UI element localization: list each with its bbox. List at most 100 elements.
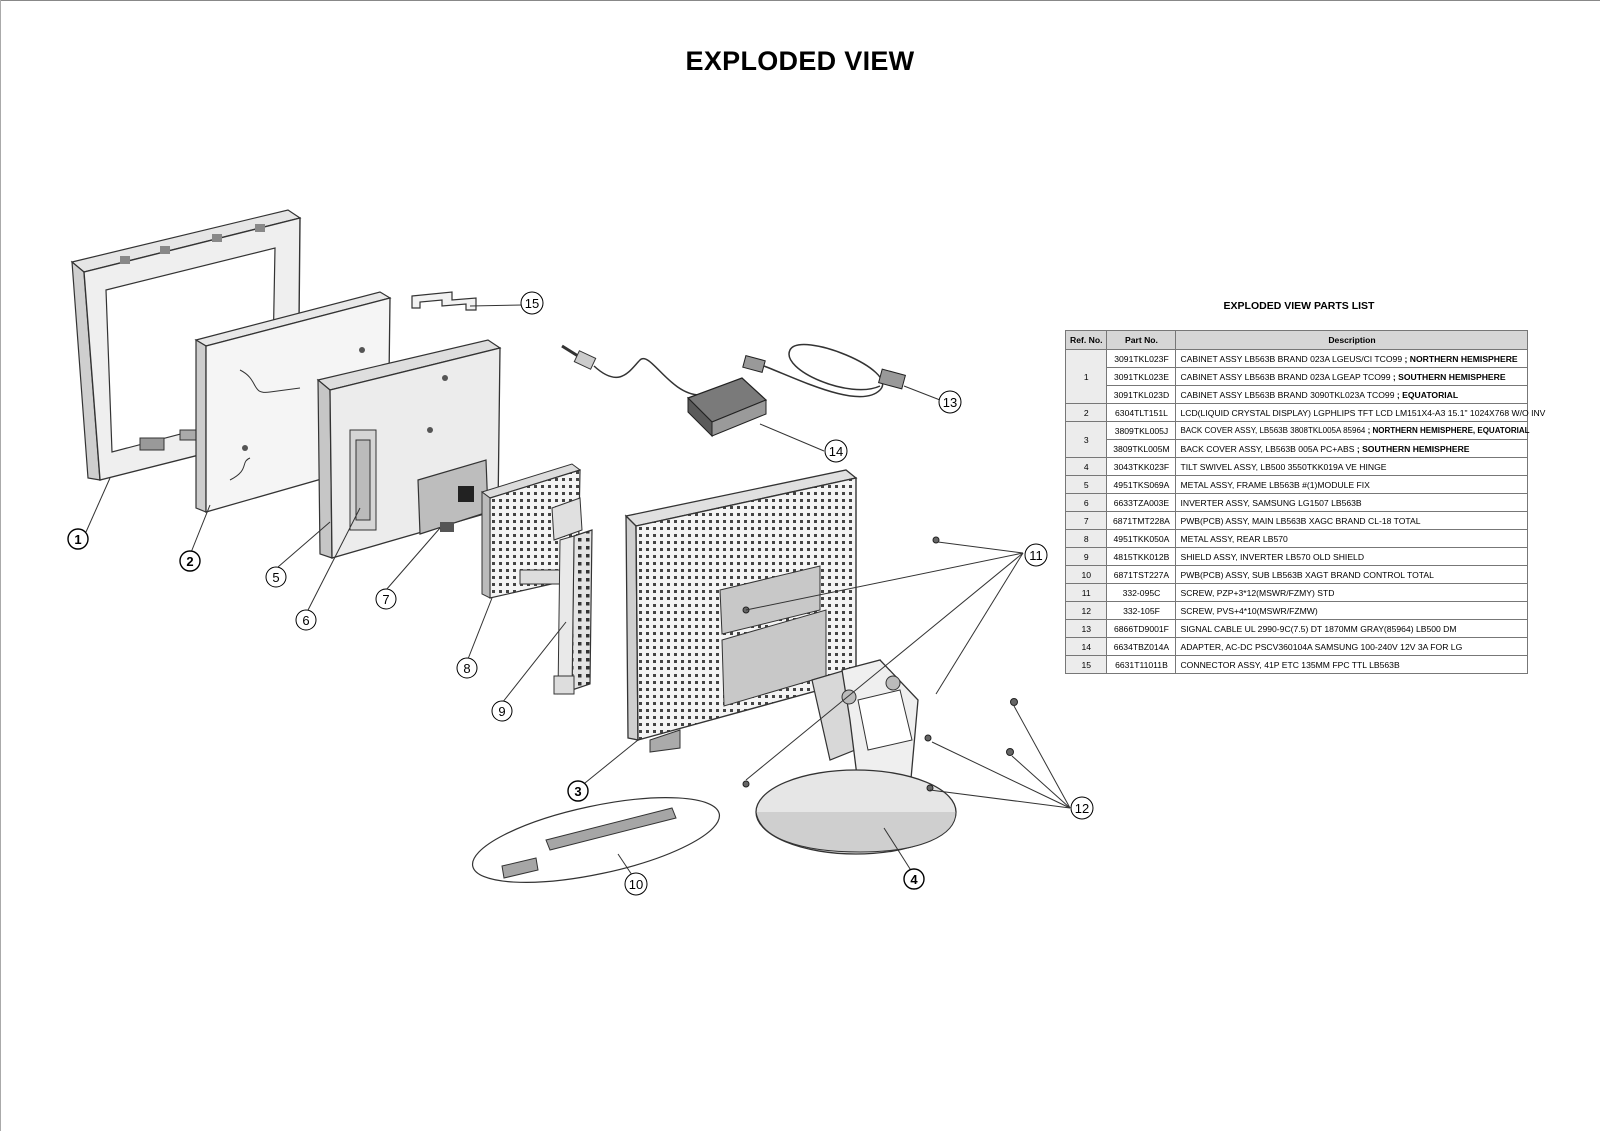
table-row: 10 6871TST227A PWB(PCB) ASSY, SUB LB563B…: [1064, 565, 1529, 584]
page-border-top: [0, 0, 1600, 1]
callout-8: 8: [456, 657, 478, 679]
table-row: 2 6304TLT151L LCD(LIQUID CRYSTAL DISPLAY…: [1064, 403, 1545, 422]
part-no-cell: 3091TKL023D: [1106, 385, 1177, 404]
leader-lines: [85, 304, 1071, 876]
description-cell: CABINET ASSY LB563B BRAND 3090TKL023A TC…: [1175, 385, 1529, 404]
ac-adapter: [561, 344, 768, 438]
table-row: 15 6631T11011B CONNECTOR ASSY, 41P ETC 1…: [1064, 655, 1529, 674]
svg-text:6: 6: [302, 613, 309, 628]
part-no-cell: 4951TKK050A: [1106, 529, 1177, 548]
description-cell: CABINET ASSY LB563B BRAND 023A LGEAP TCO…: [1175, 367, 1529, 386]
page-border-left: [0, 0, 1, 1131]
sub-pcb: [471, 797, 721, 883]
part-no-cell: 3091TKL023F: [1106, 349, 1177, 368]
ref-cell: 4: [1064, 457, 1108, 476]
table-row: 6 6633TZA003E INVERTER ASSY, SAMSUNG LG1…: [1064, 493, 1529, 512]
callout-2: 2: [179, 550, 201, 572]
description-cell: METAL ASSY, REAR LB570: [1175, 529, 1529, 548]
svg-text:13: 13: [943, 395, 957, 410]
ref-cell: 14: [1064, 637, 1108, 656]
tilt-swivel-stand: [755, 659, 957, 855]
svg-text:7: 7: [382, 592, 389, 607]
ref-cell: 15: [1064, 655, 1108, 674]
callout-15: 15: [520, 291, 544, 315]
part-no-cell: 6634TBZ014A: [1106, 637, 1177, 656]
table-row: 8 4951TKK050A METAL ASSY, REAR LB570: [1064, 529, 1529, 548]
callout-3: 3: [567, 780, 589, 802]
description-cell: INVERTER ASSY, SAMSUNG LG1507 LB563B: [1175, 493, 1529, 512]
signal-cable: [742, 343, 907, 398]
table-row: 4 3043TKK023F TILT SWIVEL ASSY, LB500 35…: [1064, 457, 1529, 476]
page-title: EXPLODED VIEW: [685, 46, 915, 76]
svg-text:14: 14: [829, 444, 843, 459]
col-part-no: Part No.: [1106, 330, 1177, 350]
part-no-cell: 3809TKL005J: [1106, 421, 1177, 440]
description-cell: SHIELD ASSY, INVERTER LB570 OLD SHIELD: [1175, 547, 1529, 566]
svg-text:5: 5: [272, 570, 279, 585]
callout-10: 10: [624, 872, 648, 896]
callout-13: 13: [938, 390, 962, 414]
description-cell: CABINET ASSY LB563B BRAND 023A LGEUS/CI …: [1175, 349, 1529, 368]
rear-metal: [480, 463, 582, 599]
callout-6: 6: [295, 609, 317, 631]
ref-cell: 5: [1064, 475, 1108, 494]
svg-text:8: 8: [463, 661, 470, 676]
screws: [742, 536, 1018, 792]
svg-text:12: 12: [1075, 801, 1089, 816]
description-cell: PWB(PCB) ASSY, MAIN LB563B XAGC BRAND CL…: [1175, 511, 1529, 530]
back-cover: [624, 469, 858, 753]
part-no-cell: 332-105F: [1106, 601, 1177, 620]
svg-text:9: 9: [498, 704, 505, 719]
part-no-cell: 6633TZA003E: [1106, 493, 1177, 512]
ref-cell: 1: [1064, 349, 1108, 404]
part-no-cell: 3043TKK023F: [1106, 457, 1177, 476]
table-row: 3 3809TKL005J BACK COVER ASSY, LB563B 38…: [1064, 421, 1530, 458]
callout-4: 4: [903, 868, 925, 890]
table-row: 3091TKL023D CABINET ASSY LB563B BRAND 30…: [1066, 385, 1529, 404]
part-no-cell: 6871TMT228A: [1106, 511, 1177, 530]
part-no-cell: 4815TKK012B: [1106, 547, 1177, 566]
col-ref-no: Ref. No.: [1064, 330, 1108, 350]
callout-1: 1: [67, 528, 89, 550]
table-row: 3809TKL005M BACK COVER ASSY, LB563B 005A…: [1066, 439, 1529, 458]
description-cell: CONNECTOR ASSY, 41P ETC 135MM FPC TTL LB…: [1175, 655, 1529, 674]
table-row: 5 4951TKS069A METAL ASSY, FRAME LB563B #…: [1064, 475, 1529, 494]
parts-list-table: Ref. No. Part No. Description 1 3091TKL0…: [1064, 330, 1545, 674]
col-description: Description: [1175, 330, 1529, 350]
table-row: 12 332-105F SCREW, PVS+4*10(MSWR/FZMW): [1064, 601, 1529, 620]
callout-5: 5: [265, 566, 287, 588]
ref-cell: 10: [1064, 565, 1108, 584]
part-no-cell: 6866TD9001F: [1106, 619, 1177, 638]
table-row: 7 6871TMT228A PWB(PCB) ASSY, MAIN LB563B…: [1064, 511, 1529, 530]
description-cell: SIGNAL CABLE UL 2990-9C(7.5) DT 1870MM G…: [1175, 619, 1529, 638]
svg-text:10: 10: [629, 877, 643, 892]
table-header-row: Ref. No. Part No. Description: [1064, 330, 1529, 350]
table-row: 11 332-095C SCREW, PZP+3*12(MSWR/FZMY) S…: [1064, 583, 1529, 602]
description-cell: METAL ASSY, FRAME LB563B #(1)MODULE FIX: [1175, 475, 1529, 494]
part-no-cell: 332-095C: [1106, 583, 1177, 602]
part-no-cell: 3809TKL005M: [1106, 439, 1177, 458]
part-no-cell: 6631T11011B: [1106, 655, 1177, 674]
description-cell: SCREW, PZP+3*12(MSWR/FZMY) STD: [1175, 583, 1529, 602]
table-row: 1 3091TKL023F CABINET ASSY LB563B BRAND …: [1064, 349, 1529, 404]
callout-12: 12: [1070, 796, 1094, 820]
ref-cell: 6: [1064, 493, 1108, 512]
svg-text:4: 4: [910, 872, 918, 887]
svg-text:1: 1: [74, 532, 81, 547]
fpc-connector: [411, 291, 477, 311]
ref-cell: 9: [1064, 547, 1108, 566]
table-row: 13 6866TD9001F SIGNAL CABLE UL 2990-9C(7…: [1064, 619, 1529, 638]
svg-text:15: 15: [525, 296, 539, 311]
table-row: 14 6634TBZ014A ADAPTER, AC-DC PSCV360104…: [1064, 637, 1529, 656]
part-no-cell: 6304TLT151L: [1106, 403, 1177, 422]
svg-text:3: 3: [574, 784, 581, 799]
description-cell: TILT SWIVEL ASSY, LB500 3550TKK019A VE H…: [1175, 457, 1529, 476]
description-cell: ADAPTER, AC-DC PSCV360104A SAMSUNG 100-2…: [1175, 637, 1529, 656]
ref-cell: 11: [1064, 583, 1108, 602]
callout-7: 7: [375, 588, 397, 610]
main-pcb: [417, 459, 489, 535]
table-row: 3091TKL023E CABINET ASSY LB563B BRAND 02…: [1066, 367, 1529, 386]
callout-9: 9: [491, 700, 513, 722]
ref-cell: 12: [1064, 601, 1108, 620]
